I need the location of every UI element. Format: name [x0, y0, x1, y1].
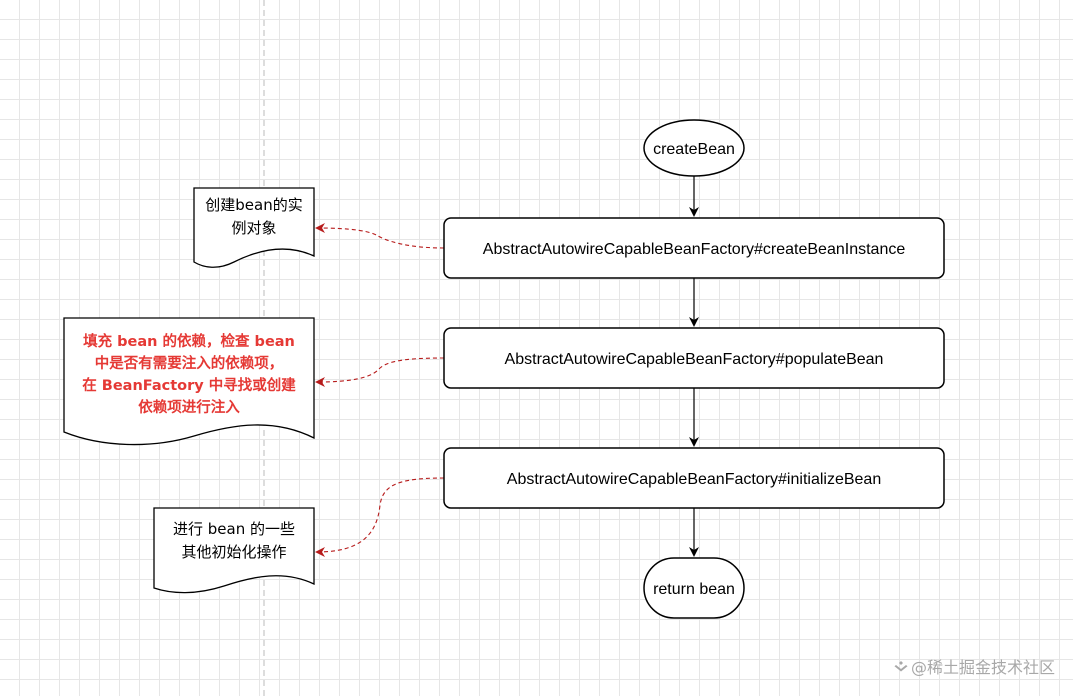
process-create-bean-instance-label: AbstractAutowireCapableBeanFactory#creat… — [483, 241, 906, 258]
annotation-arrow-step3 — [315, 477, 445, 557]
process-initialize-bean[interactable]: AbstractAutowireCapableBeanFactory#initi… — [443, 447, 945, 509]
watermark-text: @稀土掘金技术社区 — [910, 658, 1055, 677]
note-create-instance-line-2: 例对象 — [231, 219, 276, 237]
note-create-instance-line-1: 创建bean的实 — [205, 196, 302, 214]
diamond-logo-icon — [894, 661, 908, 672]
note-initialize-line-1: 进行 bean 的一些 — [173, 520, 295, 538]
note-populate-dependencies-line-3: 在 BeanFactory 中寻找或创建 — [82, 376, 296, 394]
note-populate-dependencies[interactable]: 填充 bean 的依赖，检查 bean 中是否有需要注入的依赖项， 在 Bean… — [63, 317, 315, 446]
note-initialize[interactable]: 进行 bean 的一些 其他初始化操作 — [153, 507, 315, 594]
process-initialize-bean-label: AbstractAutowireCapableBeanFactory#initi… — [507, 471, 881, 488]
note-initialize-line-2: 其他初始化操作 — [181, 543, 286, 561]
process-populate-bean-label: AbstractAutowireCapableBeanFactory#popul… — [505, 351, 884, 368]
note-populate-dependencies-line-4: 依赖项进行注入 — [138, 398, 240, 416]
start-node-label: createBean — [653, 141, 735, 158]
process-populate-bean[interactable]: AbstractAutowireCapableBeanFactory#popul… — [443, 327, 945, 389]
note-populate-dependencies-line-2: 中是否有需要注入的依赖项， — [95, 354, 284, 372]
annotation-arrow-step2 — [315, 357, 445, 387]
end-node-label: return bean — [653, 581, 735, 598]
note-populate-dependencies-line-1: 填充 bean 的依赖，检查 bean — [83, 332, 295, 350]
annotation-arrow-step1 — [315, 223, 445, 249]
process-create-bean-instance[interactable]: AbstractAutowireCapableBeanFactory#creat… — [443, 217, 945, 279]
note-create-instance[interactable]: 创建bean的实 例对象 — [193, 187, 315, 268]
watermark: @稀土掘金技术社区 — [893, 654, 1055, 678]
end-node[interactable]: return bean — [643, 557, 745, 619]
start-node[interactable]: createBean — [643, 119, 745, 177]
